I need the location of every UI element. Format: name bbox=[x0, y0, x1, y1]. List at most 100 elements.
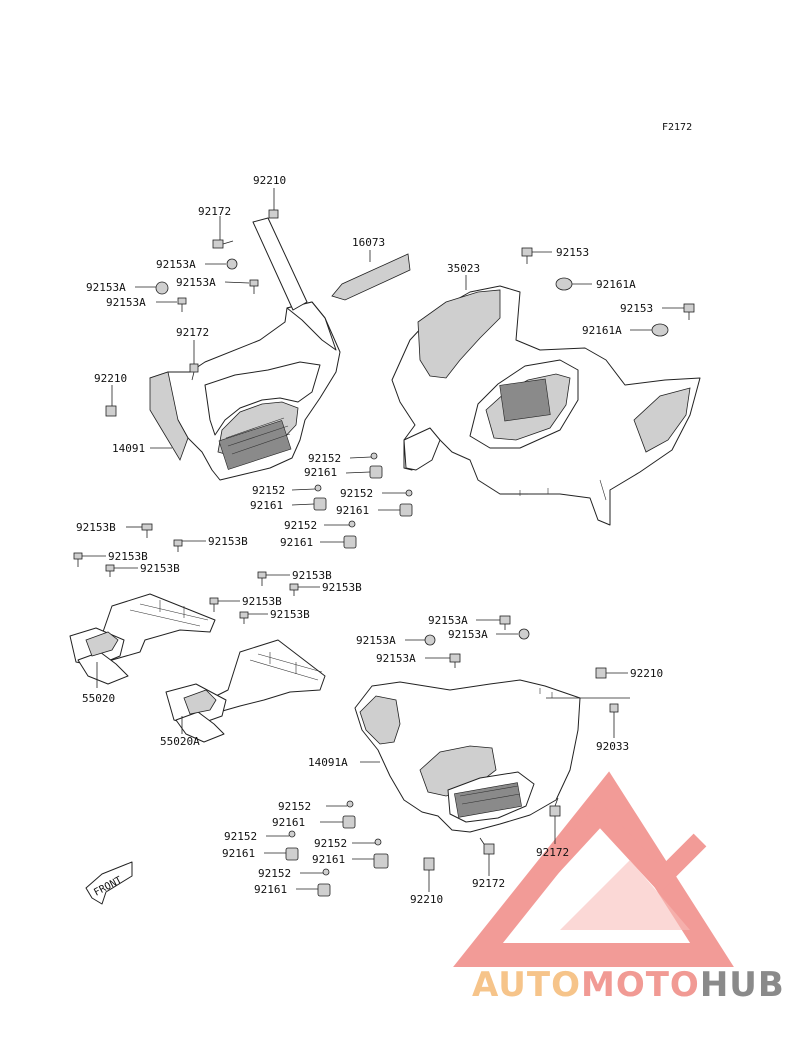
collar-92152-f bbox=[288, 830, 296, 838]
footrest-55020 bbox=[69, 593, 216, 685]
rear-guard-14091A bbox=[354, 679, 581, 833]
guard-strip bbox=[252, 217, 308, 311]
front-arrow: FRONT bbox=[85, 861, 133, 905]
label-92153-b: 92153 bbox=[620, 302, 653, 315]
label-92153A-c: 92153A bbox=[86, 281, 126, 294]
label-92152-a: 92152 bbox=[308, 452, 341, 465]
part-labels: F2172 92210 92172 92153A 92153A 92153A 9… bbox=[76, 122, 692, 906]
label-92172-top: 92172 bbox=[198, 205, 231, 218]
label-92153A-f: 92153A bbox=[448, 628, 488, 641]
watermark-text: AUTOMOTOHUB bbox=[472, 965, 785, 1005]
label-92153A-a: 92153A bbox=[156, 258, 196, 271]
collar-92152-a bbox=[370, 452, 378, 460]
label-92210-top: 92210 bbox=[253, 174, 286, 187]
bolt-92153A-d bbox=[177, 297, 187, 312]
bolt-92153-b bbox=[683, 303, 695, 320]
rear-fender-35023 bbox=[391, 285, 701, 526]
label-92152-e: 92152 bbox=[278, 800, 311, 813]
label-92153A-d: 92153A bbox=[106, 296, 146, 309]
label-92152-h: 92152 bbox=[258, 867, 291, 880]
grommet-92161-b bbox=[313, 497, 327, 511]
watermark-logo bbox=[453, 771, 734, 967]
label-92153A-b: 92153A bbox=[176, 276, 216, 289]
garnish-16073 bbox=[331, 253, 411, 301]
clip-92210-bottom bbox=[423, 857, 435, 871]
label-92161A-a: 92161A bbox=[596, 278, 636, 291]
label-92152-d: 92152 bbox=[284, 519, 317, 532]
label-92153B-c: 92153B bbox=[108, 550, 148, 563]
watermark-part1: AUTO bbox=[472, 965, 581, 1005]
collar-92152-g bbox=[374, 838, 382, 846]
label-92153A-e: 92153A bbox=[428, 614, 468, 627]
bolt-92153B-a bbox=[141, 523, 153, 538]
label-92153B-a: 92153B bbox=[76, 521, 116, 534]
collar-92152-c bbox=[405, 489, 413, 497]
label-92161-f: 92161 bbox=[222, 847, 255, 860]
bolt-92153B-c bbox=[73, 552, 83, 567]
bolt-92153A-h bbox=[449, 653, 461, 668]
label-14091: 14091 bbox=[112, 442, 145, 455]
label-92153B-h: 92153B bbox=[270, 608, 310, 621]
clip-92210-mid bbox=[105, 405, 117, 417]
bolt-92172-top bbox=[212, 239, 234, 249]
label-92161-d: 92161 bbox=[280, 536, 313, 549]
bolt-92153B-d bbox=[105, 564, 115, 577]
bolt-92172-bottom bbox=[479, 837, 495, 855]
bolt-92153B-h bbox=[239, 611, 249, 624]
collar-92152-h bbox=[322, 868, 330, 876]
collar-92152-e bbox=[346, 800, 354, 808]
label-92172-low-r: 92172 bbox=[536, 846, 569, 859]
grommet-92161-c bbox=[399, 503, 413, 517]
grommet-92161-h bbox=[317, 883, 331, 897]
grommet-92161-g bbox=[373, 853, 389, 869]
leader-lines bbox=[82, 188, 684, 892]
footrest-55020A bbox=[165, 639, 326, 743]
bolt-92153-a bbox=[521, 247, 533, 264]
label-55020: 55020 bbox=[82, 692, 115, 705]
grommet-92161A-b bbox=[651, 323, 669, 337]
label-92172-mid: 92172 bbox=[176, 326, 209, 339]
label-92161-g: 92161 bbox=[312, 853, 345, 866]
watermark-part2: MOTO bbox=[581, 965, 700, 1005]
label-92153B-f: 92153B bbox=[322, 581, 362, 594]
label-16073: 16073 bbox=[352, 236, 385, 249]
bolt-92153B-g bbox=[209, 597, 219, 612]
label-92210-mid: 92210 bbox=[94, 372, 127, 385]
label-92153B-b: 92153B bbox=[208, 535, 248, 548]
grommet-92161A-a bbox=[555, 277, 573, 291]
label-92153A-h: 92153A bbox=[376, 652, 416, 665]
label-92153B-d: 92153B bbox=[140, 562, 180, 575]
svg-text:AUTOMOTOHUB: AUTOMOTOHUB bbox=[472, 965, 785, 1005]
label-92152-g: 92152 bbox=[314, 837, 347, 850]
label-92161-e: 92161 bbox=[272, 816, 305, 829]
label-92210-bottom: 92210 bbox=[410, 893, 443, 906]
label-92152-c: 92152 bbox=[340, 487, 373, 500]
label-92161-h: 92161 bbox=[254, 883, 287, 896]
label-92153B-e: 92153B bbox=[292, 569, 332, 582]
bolt-92153B-f bbox=[289, 583, 299, 596]
collar-92152-d bbox=[348, 520, 356, 528]
label-92152-b: 92152 bbox=[252, 484, 285, 497]
diagram-code: F2172 bbox=[662, 122, 692, 133]
grommet-92161-d bbox=[343, 535, 357, 549]
label-92161-c: 92161 bbox=[336, 504, 369, 517]
label-55020A: 55020A bbox=[160, 735, 200, 748]
bolt-92153B-b bbox=[173, 539, 183, 552]
collar-92152-b bbox=[314, 484, 322, 492]
clip-92210-low bbox=[595, 667, 607, 679]
nut-92153A-g bbox=[424, 634, 436, 646]
label-92210-low: 92210 bbox=[630, 667, 663, 680]
label-92153A-g: 92153A bbox=[356, 634, 396, 647]
fasteners bbox=[73, 209, 695, 897]
label-92152-f: 92152 bbox=[224, 830, 257, 843]
clip-92210-top bbox=[268, 209, 279, 219]
label-92153-a: 92153 bbox=[556, 246, 589, 259]
front-guard-14091 bbox=[149, 301, 341, 481]
label-92033: 92033 bbox=[596, 740, 629, 753]
label-35023: 35023 bbox=[447, 262, 480, 275]
label-92161A-b: 92161A bbox=[582, 324, 622, 337]
label-14091A: 14091A bbox=[308, 756, 348, 769]
grommet-92161-f bbox=[285, 847, 299, 861]
label-92172-bottom: 92172 bbox=[472, 877, 505, 890]
